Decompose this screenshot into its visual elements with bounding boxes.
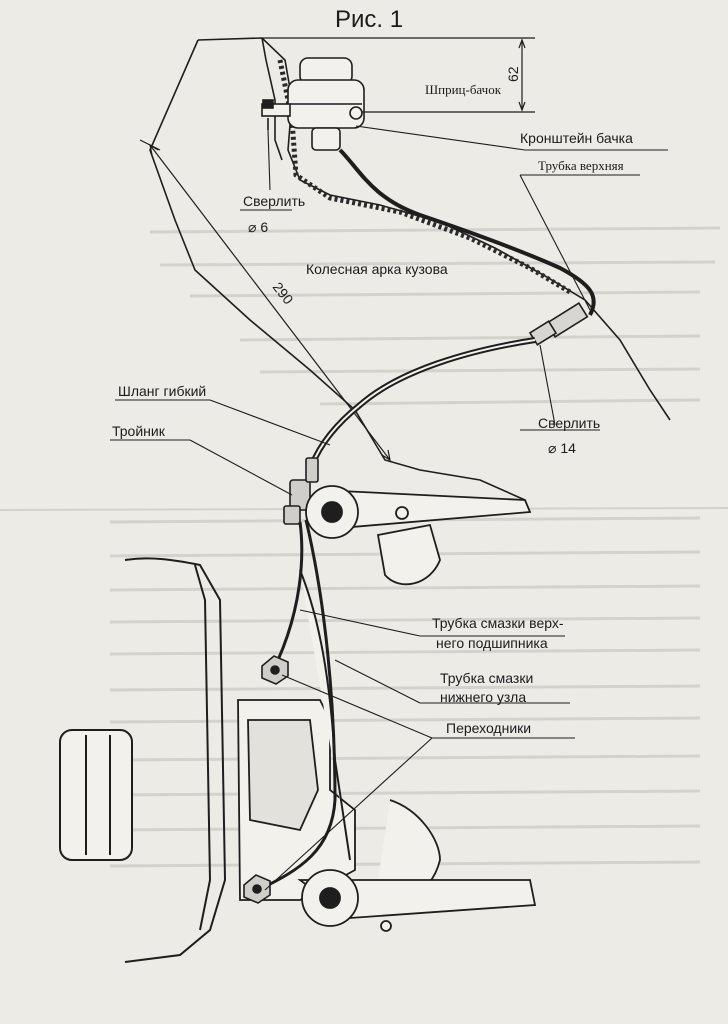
body-outline: [149, 37, 671, 501]
tank-bracket: [261, 99, 291, 130]
label-drill-14-size: ⌀ 14: [548, 440, 576, 456]
label-upper-bearing-tube-line1: Трубка смазки верх-: [432, 615, 564, 631]
label-lower-node-tube-line1: Трубка смазки: [440, 670, 533, 686]
arch-fitting: [528, 302, 589, 346]
upper-bearing-tube: [276, 521, 304, 661]
adapter-lower: [243, 874, 271, 904]
label-adapters: Переходники: [446, 720, 531, 736]
label-flex-hose: Шланг гибкий: [118, 383, 206, 399]
label-wheel-arch: Колесная арка кузова: [306, 261, 448, 277]
dimension-290: [139, 139, 391, 462]
show-through-text: [109, 226, 721, 868]
lower-arm: [297, 869, 537, 932]
label-drill-6-size: ⌀ 6: [248, 219, 268, 235]
label-lower-node-tube-line2: нижнего узла: [440, 689, 526, 705]
leader-lines: [110, 111, 668, 891]
label-syringe-tank: Шприц-бачок: [425, 82, 502, 97]
label-tee: Тройник: [112, 423, 166, 439]
wheel-arch-strip: [277, 59, 572, 295]
flexible-hose-inner: [311, 339, 536, 466]
label-upper-tube: Трубка верхняя: [538, 158, 624, 173]
label-upper-bearing-tube-line2: него подшипника: [436, 635, 548, 651]
label-drill-6: Сверлить: [243, 193, 305, 209]
syringe-tank: [287, 57, 365, 151]
steering-knuckle: [237, 569, 441, 901]
label-drill-14: Сверлить: [538, 415, 600, 431]
lower-node-tube: [257, 519, 337, 892]
dimension-62-label: 62: [505, 66, 521, 82]
wheel: [59, 557, 227, 963]
label-tank-bracket: Кронштейн бачка: [520, 130, 633, 146]
tee-fitting: [283, 457, 319, 525]
upper-tube: [338, 148, 596, 316]
upper-arm: [305, 485, 532, 586]
adapter-upper: [261, 655, 289, 685]
figure-title: Рис. 1: [335, 6, 403, 33]
